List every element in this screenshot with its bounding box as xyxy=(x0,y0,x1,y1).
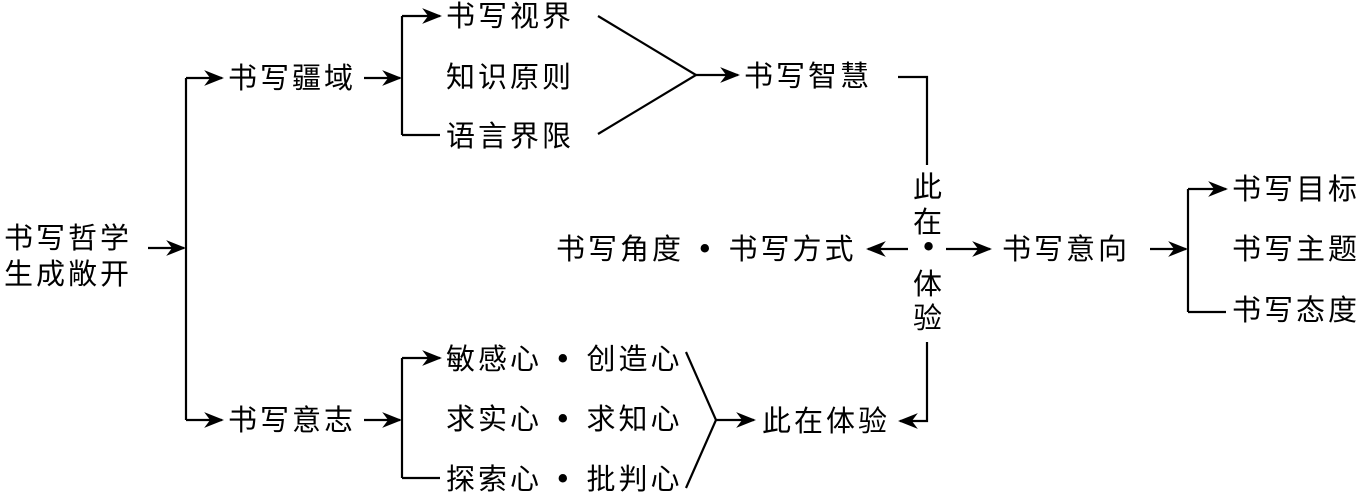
will-child-sensitive: 敏感心 • 创造心 xyxy=(446,342,683,376)
will-node: 书写意志 xyxy=(228,403,356,437)
domain-node: 书写疆域 xyxy=(228,61,356,95)
intent-node: 书写意向 xyxy=(1002,232,1130,266)
domain-child-vision: 书写视界 xyxy=(446,0,574,33)
intent-child-attitude: 书写态度 xyxy=(1232,293,1360,327)
upper-converge xyxy=(597,15,699,135)
center-char-3: 体 xyxy=(913,267,942,301)
center-char-2: 在 xyxy=(913,205,942,239)
wisdom-connector xyxy=(898,75,929,165)
center-char-4: 验 xyxy=(913,301,942,335)
lower-converge xyxy=(684,351,718,489)
being-experience-node: 此在体验 xyxy=(762,404,890,438)
root-label-line2: 生成敞开 xyxy=(4,257,132,291)
angle-method-node: 书写角度 • 书写方式 xyxy=(556,232,857,266)
domain-child-language: 语言界限 xyxy=(446,119,574,153)
center-char-1: 此 xyxy=(913,170,942,204)
intent-child-goal: 书写目标 xyxy=(1232,172,1360,206)
wisdom-node: 书写智慧 xyxy=(744,59,872,93)
center-dot: • xyxy=(920,230,937,264)
will-child-truth: 求实心 • 求知心 xyxy=(446,402,683,436)
domain-child-principle: 知识原则 xyxy=(446,60,574,94)
root-label-line1: 书写哲学 xyxy=(4,221,132,255)
intent-child-theme: 书写主题 xyxy=(1232,232,1360,266)
will-child-explore: 探索心 • 批判心 xyxy=(446,462,683,496)
center-to-being-connector xyxy=(898,342,929,429)
